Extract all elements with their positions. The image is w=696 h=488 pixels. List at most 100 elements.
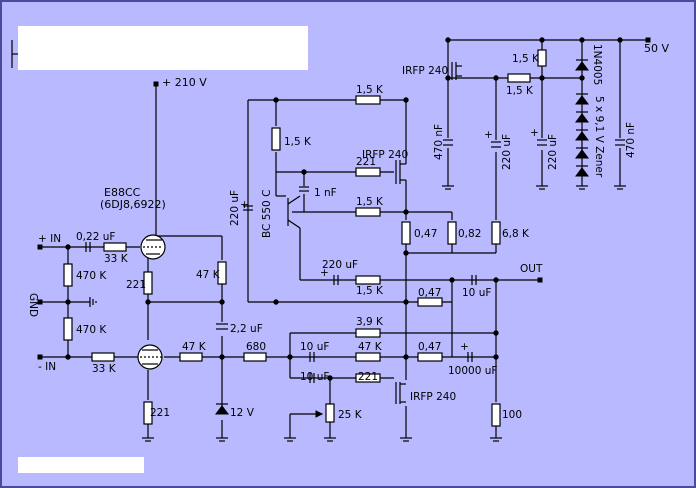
resistor-1k5-supply-b [507,73,531,83]
resistor-100 [491,403,501,427]
corner-decoration [11,40,18,68]
plus-mark-5: + [530,127,539,139]
label-q-top: IRFP 240 [402,65,448,77]
label-r-grid2: 47 K [182,341,207,353]
label-tube-name: E88CC [104,186,141,199]
label-out: OUT [520,263,543,275]
label-c-10uf-out: 10 uF [462,287,491,299]
cap-220uf-b [537,139,547,146]
terminals [37,37,651,360]
label-c-10uf-b: 10 uF [300,371,329,383]
resistor-680 [243,352,267,362]
label-r-cath: 221 [126,279,146,291]
label-r-680: 680 [246,341,266,353]
resistor-221-tail [143,401,153,425]
cap-022uf [85,242,91,252]
label-r-221-mid: 221 [356,156,376,168]
label-gnd: GND [27,293,39,317]
mosfet-lower [395,382,406,404]
label-r-047-a: 0,47 [414,228,437,240]
label-c-10uf-a: 10 uF [300,341,329,353]
cap-10uf-b [309,373,315,383]
resistor-470k-minus [63,317,73,341]
label-pot: 25 K [338,409,363,421]
plus-mark-1: + [240,199,249,211]
label-r-15k-low: 1,5 K [356,285,384,297]
labels: + 210 V 50 V E88CC (6DJ8,6922) + IN - IN… [27,42,669,421]
label-r-15k-b: 1,5 K [506,85,534,97]
pot-wiper-arrow [315,410,324,418]
label-r-39k: 3,9 K [356,316,384,328]
cap-220uf-bc [243,205,253,211]
title-label-box [18,26,308,70]
label-in-minus: - IN [38,361,56,373]
cap-220uf-a [491,141,501,148]
label-r-082: 0,82 [458,228,481,240]
label-r-tail: 221 [150,407,170,419]
cap-220uf-out [333,275,339,285]
label-c-470-b: 470 nF [625,122,637,158]
resistor-047-b [417,297,443,307]
label-r-15k-a: 1,5 K [512,53,540,65]
label-c-coup: 2,2 uF [230,323,263,335]
label-lv: 50 V [644,42,669,55]
ground-symbols [89,185,626,442]
cap-470nf-a [443,139,453,146]
label-c-220-b: 220 uF [547,134,559,170]
label-c-10000: 10000 uF [448,365,497,377]
label-c-bc: 220 uF [229,190,241,226]
resistor-221-cathode [143,271,153,295]
resistor-47k-fb [355,352,381,362]
label-in-plus: + IN [38,233,61,245]
resistor-3k9 [355,328,381,338]
label-r-68k: 6,8 K [502,228,530,240]
resistor-082 [447,221,457,245]
resistor-1k5-supply-a [537,49,547,67]
resistor-1k5-mid [355,207,381,217]
resistor-470k-plus [63,263,73,287]
label-hv: + 210 V [162,76,207,89]
cap-470nf-b [615,139,625,146]
resistor-047-c [417,352,443,362]
resistor-33k-minus [91,352,115,362]
resistors [63,49,547,427]
resistor-1k5-low [355,275,381,285]
cap-1nf [299,186,309,192]
label-c-1nf: 1 nF [314,187,337,199]
footer-label-box [18,457,144,473]
label-c-220-a: 220 uF [501,134,513,170]
resistor-047-a [401,221,411,245]
tube-lower [137,344,163,370]
resistor-33k-plus [103,242,127,252]
resistor-221-mid [355,167,381,177]
capacitors [85,139,625,383]
label-c-in: 0,22 uF [76,231,115,243]
label-diode: 1N4005 [591,44,603,85]
label-r-15k-mid: 1,5 K [356,196,384,208]
resistor-6k8 [491,221,501,245]
label-r-plate: 47 K [196,269,221,281]
mosfet-top [451,62,462,80]
potentiometer-25k [325,403,335,423]
label-r-in-m: 33 K [92,363,117,375]
label-r-047-b: 0,47 [418,287,441,299]
label-r-47k-fb: 47 K [358,341,383,353]
bjt-bc550c [287,195,301,229]
label-zener: 5 x 9,1 V Zener [593,96,605,178]
label-r-bias-m: 470 K [76,324,107,336]
resistor-47k-plate [217,261,227,285]
cap-10uf-a [309,352,315,362]
cap-10000uf [467,352,473,362]
label-q-lower: IRFP 240 [410,391,456,403]
cap-22uf [216,323,228,330]
diodes [215,59,589,415]
label-r-047-c: 0,47 [418,341,441,353]
label-r-bias-p: 470 K [76,270,107,282]
resistor-47k-grid [179,352,203,362]
label-r-in-p: 33 K [104,253,129,265]
label-c-470-a: 470 nF [433,124,445,160]
label-r-top: 1,5 K [356,84,384,96]
plus-mark-4: + [484,129,493,141]
